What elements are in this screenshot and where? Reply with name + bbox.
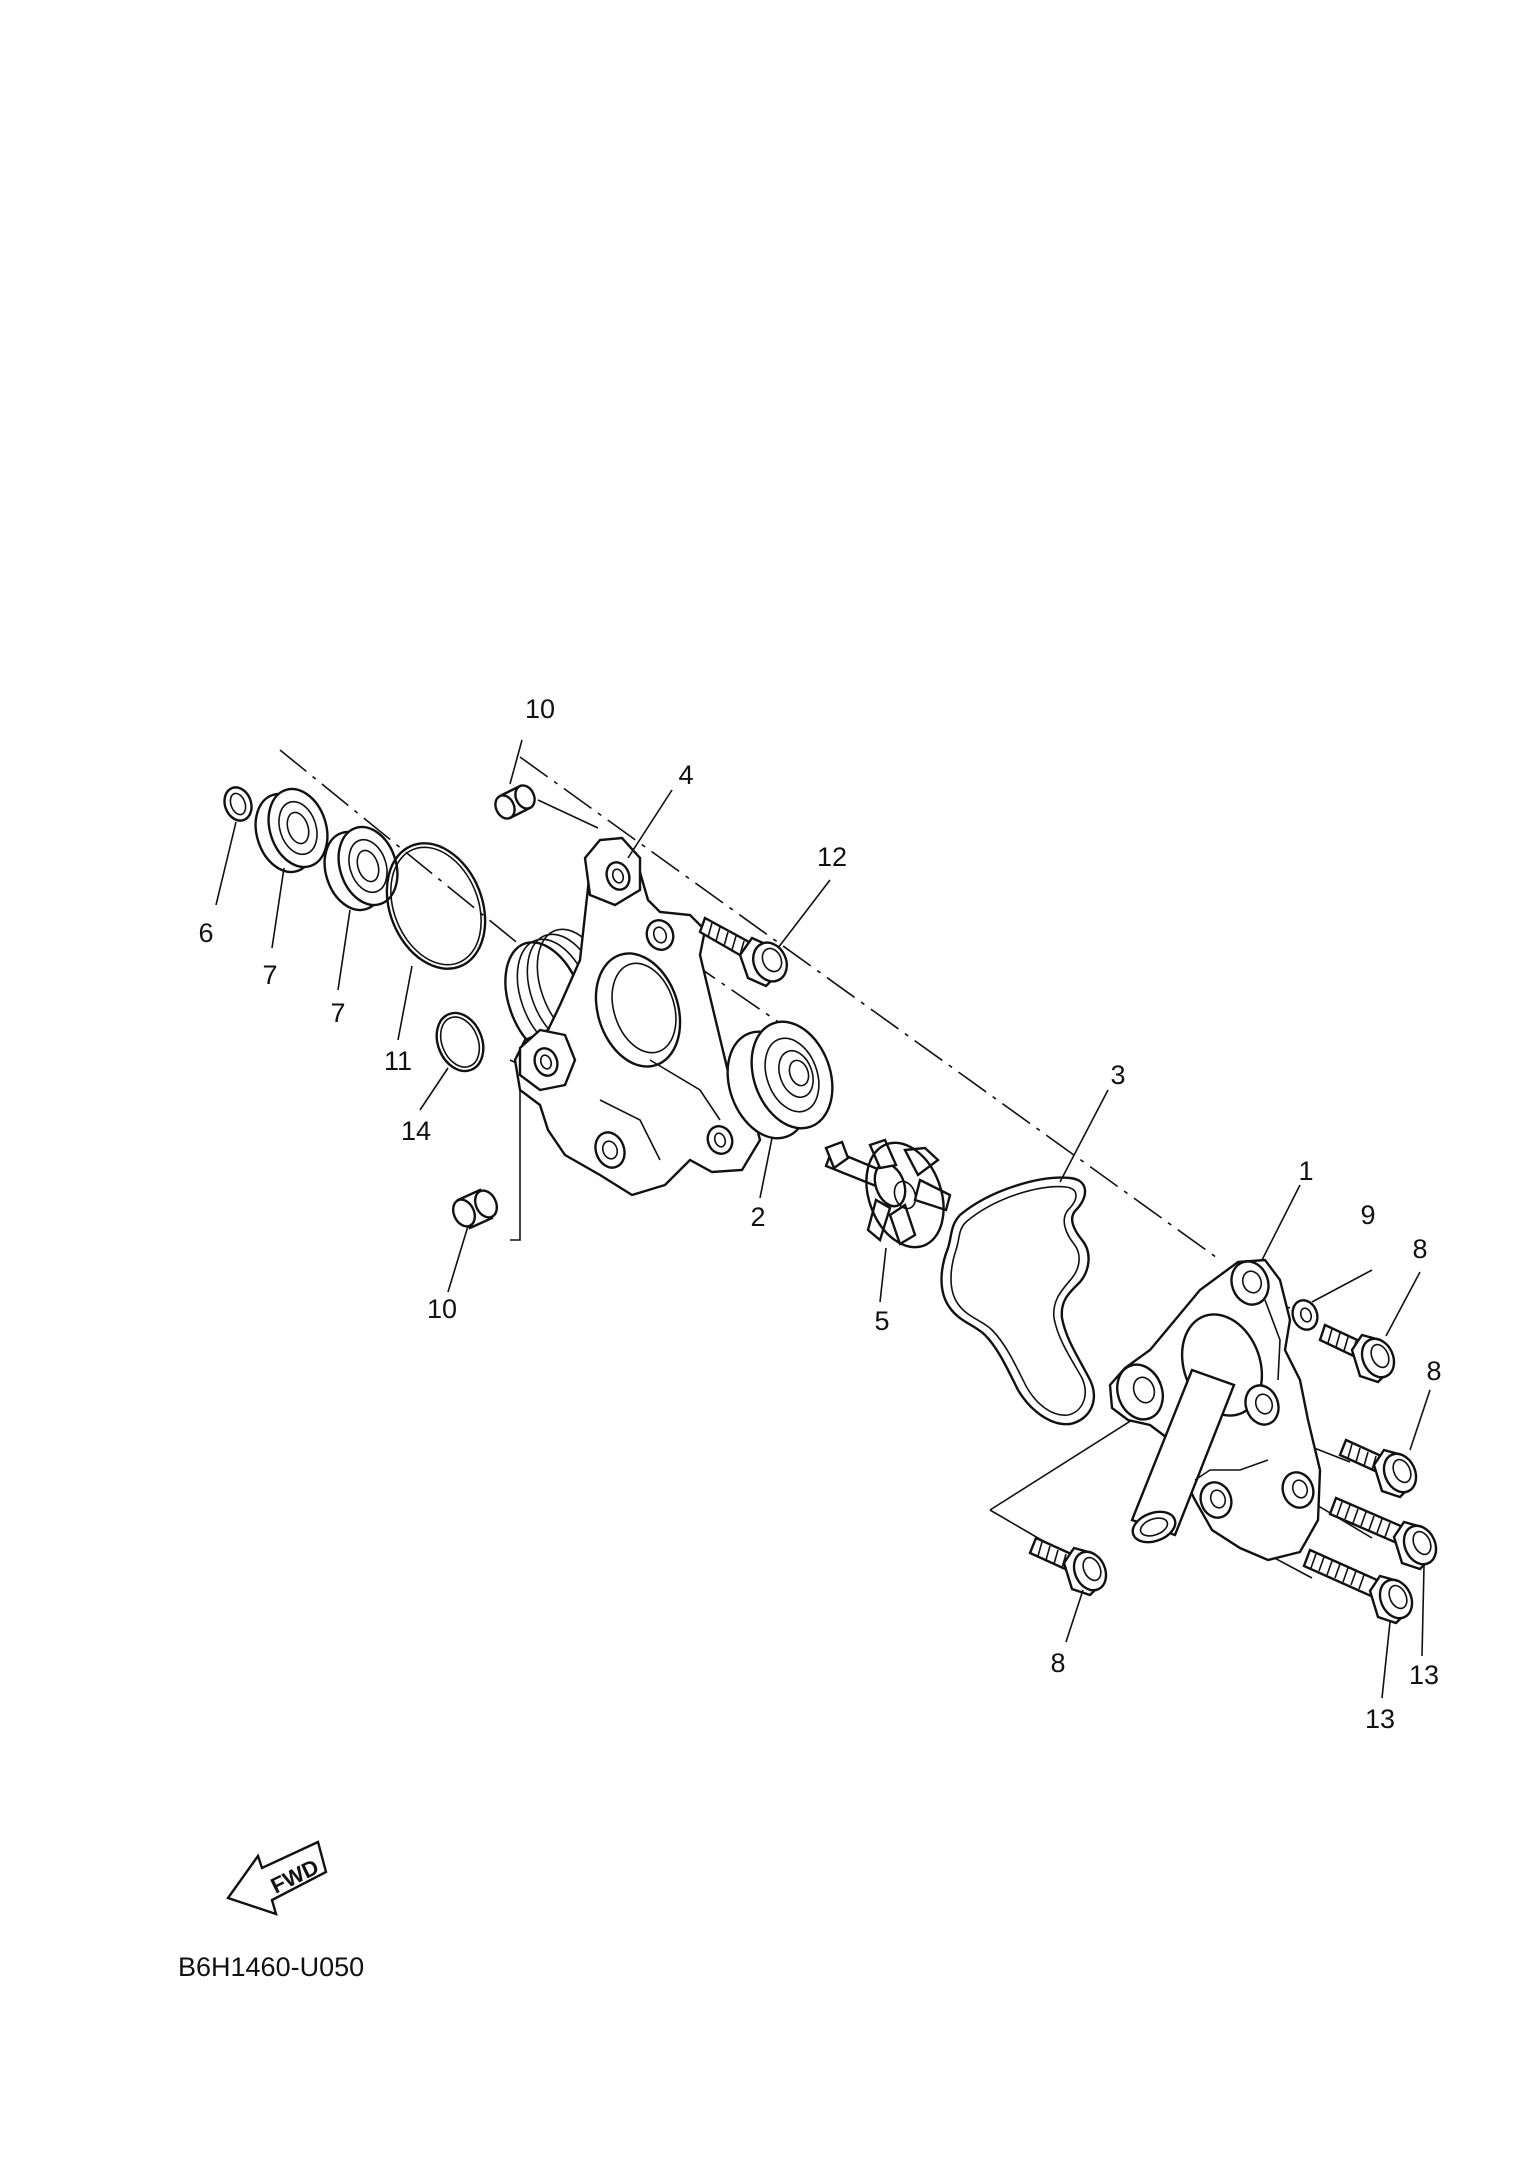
bearing-7-b — [323, 825, 399, 912]
callout-7-a: 7 — [262, 960, 277, 990]
dowel-pin-10-top — [494, 784, 536, 820]
callout-10-b: 10 — [427, 1294, 457, 1324]
callout-9: 9 — [1360, 1200, 1375, 1230]
callout-3: 3 — [1110, 1060, 1125, 1090]
o-ring-11 — [385, 842, 487, 970]
callout-8-a: 8 — [1412, 1234, 1427, 1264]
diagram-part-code: B6H1460-U050 — [178, 1952, 364, 1982]
callout-5: 5 — [874, 1306, 889, 1336]
callout-labels: 1 2 3 4 5 6 7 7 8 8 8 9 10 10 11 12 13 1… — [198, 694, 1441, 1734]
callout-8-b: 8 — [1426, 1356, 1441, 1386]
bolt-13-upper — [1328, 1496, 1438, 1571]
callout-13-b: 13 — [1365, 1704, 1395, 1734]
bolt-8-bottom — [1028, 1536, 1108, 1597]
callout-4: 4 — [678, 760, 693, 790]
washer-9 — [1291, 1299, 1319, 1331]
callout-leaders — [215, 739, 1431, 1699]
pump-cover-1 — [1108, 1258, 1322, 1562]
callout-2: 2 — [750, 1202, 765, 1232]
impeller-5 — [824, 1138, 952, 1249]
bolt-8-middle — [1338, 1438, 1418, 1499]
bolt-8-top — [1318, 1323, 1396, 1384]
callout-11: 11 — [384, 1046, 412, 1076]
fwd-arrow-icon — [226, 1840, 328, 1916]
gasket-3 — [940, 1176, 1096, 1426]
bolt-13-lower — [1302, 1548, 1414, 1625]
oil-seal-2 — [726, 1020, 834, 1140]
pump-housing-4 — [504, 836, 762, 1197]
callout-6: 6 — [198, 918, 213, 948]
o-ring-14 — [435, 1011, 485, 1073]
bolt-12 — [698, 916, 788, 988]
callout-12: 12 — [817, 842, 847, 872]
dowel-pin-10-bottom — [451, 1188, 499, 1230]
callout-1: 1 — [1298, 1156, 1313, 1186]
forward-direction-indicator: FWD — [226, 1840, 328, 1916]
circlip-6 — [223, 786, 253, 822]
callout-7-b: 7 — [330, 998, 345, 1028]
callout-10-a: 10 — [525, 694, 555, 724]
callout-14: 14 — [401, 1116, 431, 1146]
callout-13-a: 13 — [1409, 1660, 1439, 1690]
callout-8-c: 8 — [1050, 1648, 1065, 1678]
bearing-7-a — [254, 787, 329, 874]
